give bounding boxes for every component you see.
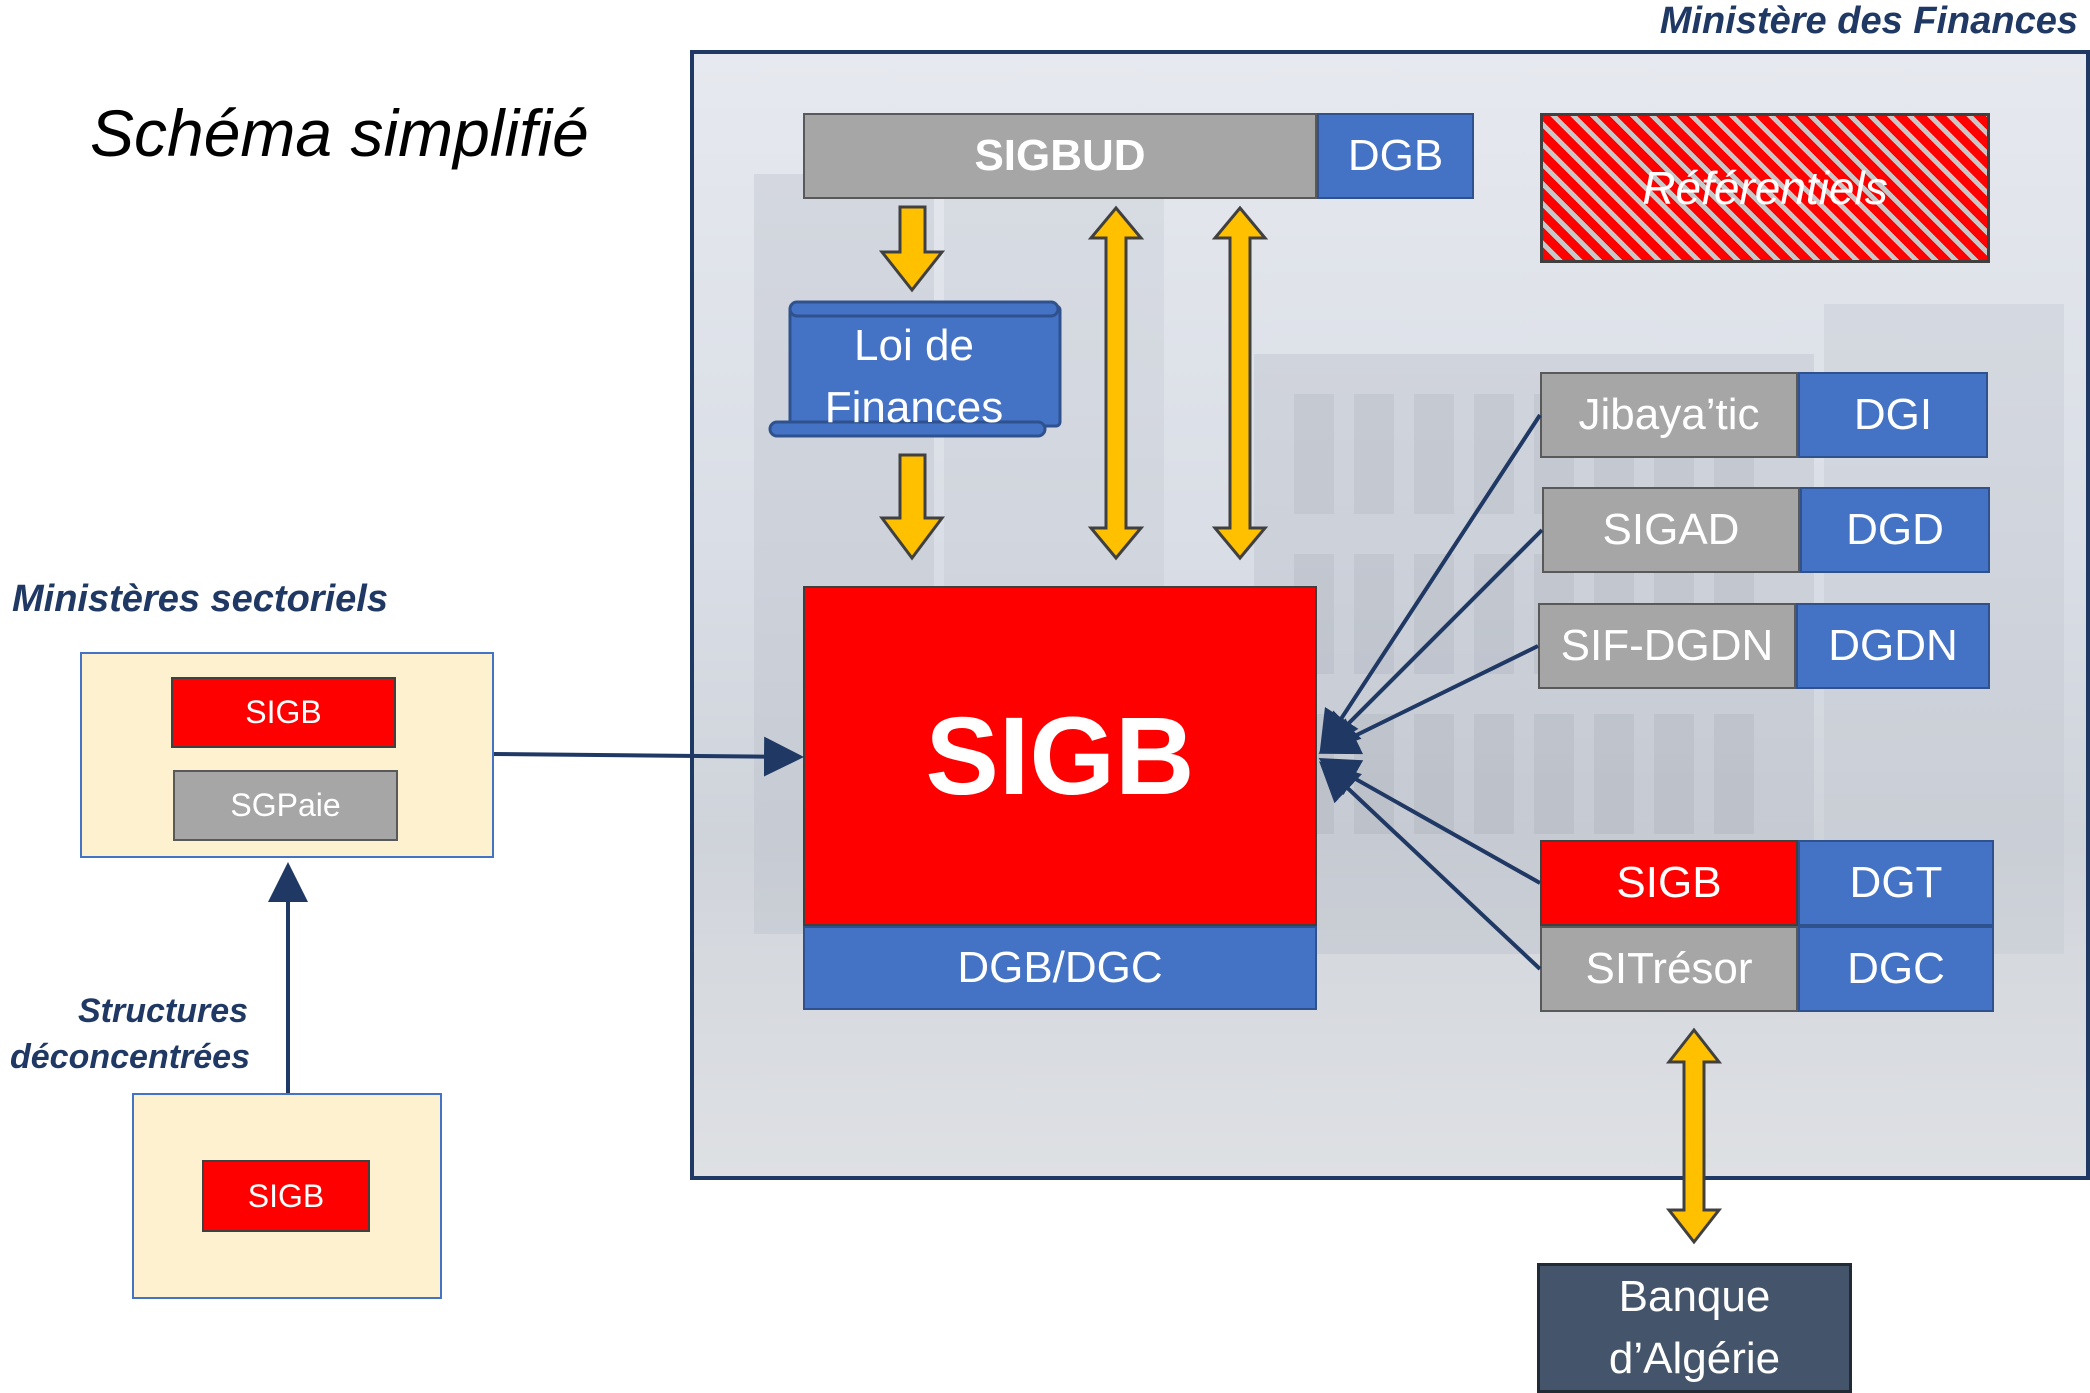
- system-sigad-box: SIGAD: [1542, 487, 1800, 573]
- treasury-sitresor-box: SITrésor: [1540, 926, 1798, 1012]
- structures-deconcentrees-title-line2: déconcentrées: [10, 1038, 250, 1076]
- structures-deconcentrees-title-line1: Structures: [78, 992, 249, 1030]
- treasury-sitresor-owner-box: DGC: [1798, 926, 1994, 1012]
- loi-de-finances-label: Loi de Finances: [790, 318, 1038, 436]
- diagram-title: Schéma simplifié: [90, 96, 589, 170]
- ministry-finances-label: Ministère des Finances: [1659, 0, 2078, 42]
- treasury-sigb-box: SIGB: [1540, 840, 1798, 926]
- sectoral-sigb-box: SIGB: [171, 677, 396, 748]
- loi-de-finances-line1: Loi de: [854, 321, 974, 370]
- treasury-sigb-owner-box: DGT: [1798, 840, 1994, 926]
- referentiels-box: Référentiels: [1540, 113, 1990, 263]
- ministeres-sectoriels-title: Ministères sectoriels: [12, 578, 388, 620]
- deconcentrated-sigb-box: SIGB: [202, 1160, 370, 1232]
- system-sifdgdn-box: SIF-DGDN: [1538, 603, 1796, 689]
- sectoral-sgpaie-box: SGPaie: [173, 770, 398, 841]
- sigb-main-box: SIGB: [803, 586, 1317, 926]
- loi-de-finances-scroll: [768, 300, 1062, 438]
- system-sifdgdn-owner-box: DGDN: [1796, 603, 1990, 689]
- banque-algerie-box: Banque d’Algérie: [1537, 1263, 1852, 1393]
- loi-de-finances-line2: Finances: [824, 383, 1004, 432]
- banque-algerie-line1: Banque: [1618, 1272, 1771, 1321]
- system-jibayatic-owner-box: DGI: [1798, 372, 1988, 458]
- system-sigad-owner-box: DGD: [1800, 487, 1990, 573]
- system-jibayatic-box: Jibaya’tic: [1540, 372, 1798, 458]
- sigbud-box: SIGBUD: [803, 113, 1317, 199]
- sigbud-owner-box: DGB: [1317, 113, 1474, 199]
- banque-algerie-line2: d’Algérie: [1608, 1334, 1781, 1383]
- sigb-main-owner-box: DGB/DGC: [803, 926, 1317, 1010]
